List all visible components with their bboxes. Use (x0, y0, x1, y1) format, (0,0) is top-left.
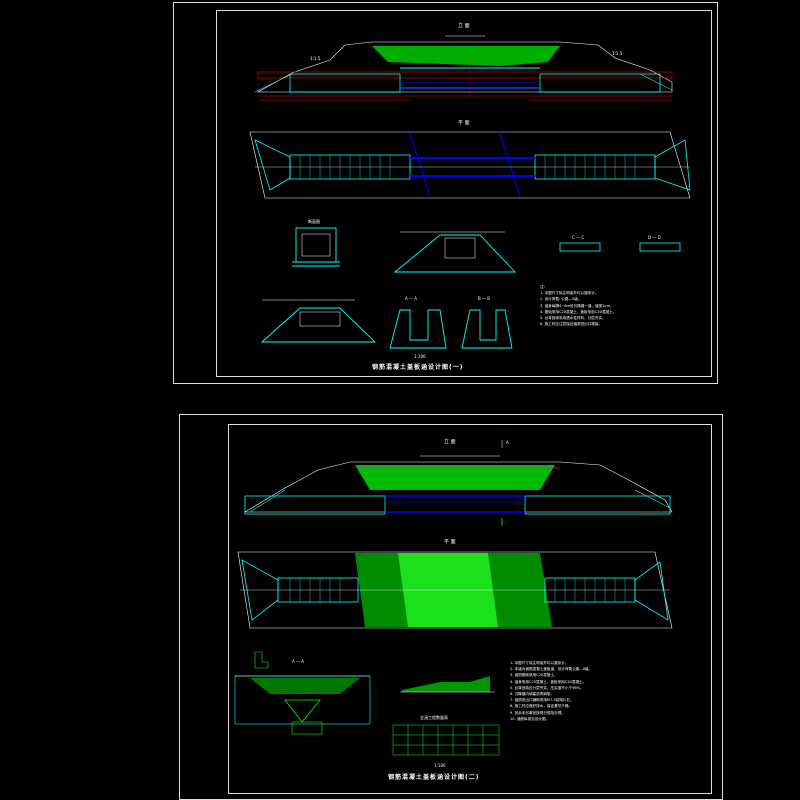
drawing-sheet-1 (173, 2, 718, 384)
drawing-frame-1 (216, 10, 712, 377)
quantity-table (392, 724, 500, 756)
section-a-label: A — A (405, 296, 418, 301)
note-item: 1. 本图尺寸除注明者外均以厘米计。 (510, 661, 569, 665)
note-item: 6. 施工时应注意保证涵洞进出口顺接。 (540, 322, 603, 327)
note-item: 2. 设计荷载: 公路—II级。 (540, 297, 582, 302)
section-d-label: D — D (648, 235, 661, 240)
note-item: 4. 基础采用C20混凝土，盖板采用C30混凝土。 (540, 309, 617, 314)
sheet-scale-1: 1:100 (414, 354, 426, 359)
profile-view (400, 676, 495, 693)
plan-label-1: 平 面 (458, 120, 470, 126)
plan-view-2 (237, 551, 673, 629)
sheet-title-1: 钢筋混凝土盖板涵设计图(一) (372, 364, 464, 371)
section-label-1: 断面图 (308, 219, 320, 224)
section-box-view (292, 227, 340, 267)
elevation-label-1: 立 面 (458, 23, 470, 29)
note-item: 4. 涵身采用C25混凝土，盖板采用C30混凝土。 (510, 679, 587, 684)
ratio-left-1: 1:1.5 (310, 56, 321, 61)
note-item: 8. 施工时应做好排水，保证基坑干燥。 (510, 704, 573, 709)
section-wide-view (260, 299, 377, 343)
note-item: 1. 本图尺寸除注明者外均以厘米计。 (540, 291, 599, 296)
sheet-scale-2: 1:100 (434, 763, 446, 768)
note-item: 10. 涵底纵坡见设计图。 (510, 716, 550, 721)
section-trapezoid-view (393, 231, 517, 273)
plan-view-1 (249, 131, 691, 199)
note-item: 5. 台背回填应分层夯实，压实度不小于96%。 (510, 685, 584, 690)
note-item: 2. 本涵为钢筋混凝土盖板涵，设计荷载公路—II级。 (510, 667, 593, 672)
note-item: 5. 台背回填采用透水性材料，分层夯实。 (540, 316, 606, 321)
elevation-label-2: 立 面 (444, 439, 456, 445)
sheet-title-2: 钢筋混凝土盖板涵设计图(二) (388, 774, 480, 781)
notes-header-1: 注: (540, 285, 545, 289)
section-marker-a: A (506, 440, 509, 445)
section-aa-label: A — A (292, 659, 305, 664)
drawing-frame-2 (228, 424, 712, 794)
section-aa-view (234, 651, 371, 735)
note-item: 3. 涵身每隔4~6m设沉降缝一道，缝宽2cm。 (540, 303, 614, 308)
note-item: 3. 涵洞基础采用C20混凝土。 (510, 673, 558, 678)
notes-block-1: 注: 1. 本图尺寸除注明者外均以厘米计。 2. 设计荷载: 公路—II级。 3… (540, 284, 616, 327)
note-item: 6. 沉降缝内填塞沥青麻絮。 (510, 692, 555, 697)
section-d-view (461, 309, 513, 349)
note-item: 7. 涵洞进出口铺砌采用M7.5浆砌片石。 (510, 698, 574, 703)
elevation-view-2 (243, 440, 673, 526)
note-item: 9. 其余未尽事宜按现行规范办理。 (510, 710, 565, 715)
section-c-view (389, 309, 447, 349)
section-c-label: C — C (572, 235, 585, 240)
plan-label-2: 平 面 (444, 539, 456, 545)
ratio-right-1: 1:1.5 (612, 51, 623, 56)
quantity-table-title: 全涵工程数量表 (420, 715, 448, 720)
elevation-view-1 (254, 35, 673, 101)
section-b-label: B — B (478, 296, 491, 301)
notes-block-2: 1. 本图尺寸除注明者外均以厘米计。 2. 本涵为钢筋混凝土盖板涵，设计荷载公路… (510, 660, 592, 722)
section-small-1 (559, 242, 681, 252)
